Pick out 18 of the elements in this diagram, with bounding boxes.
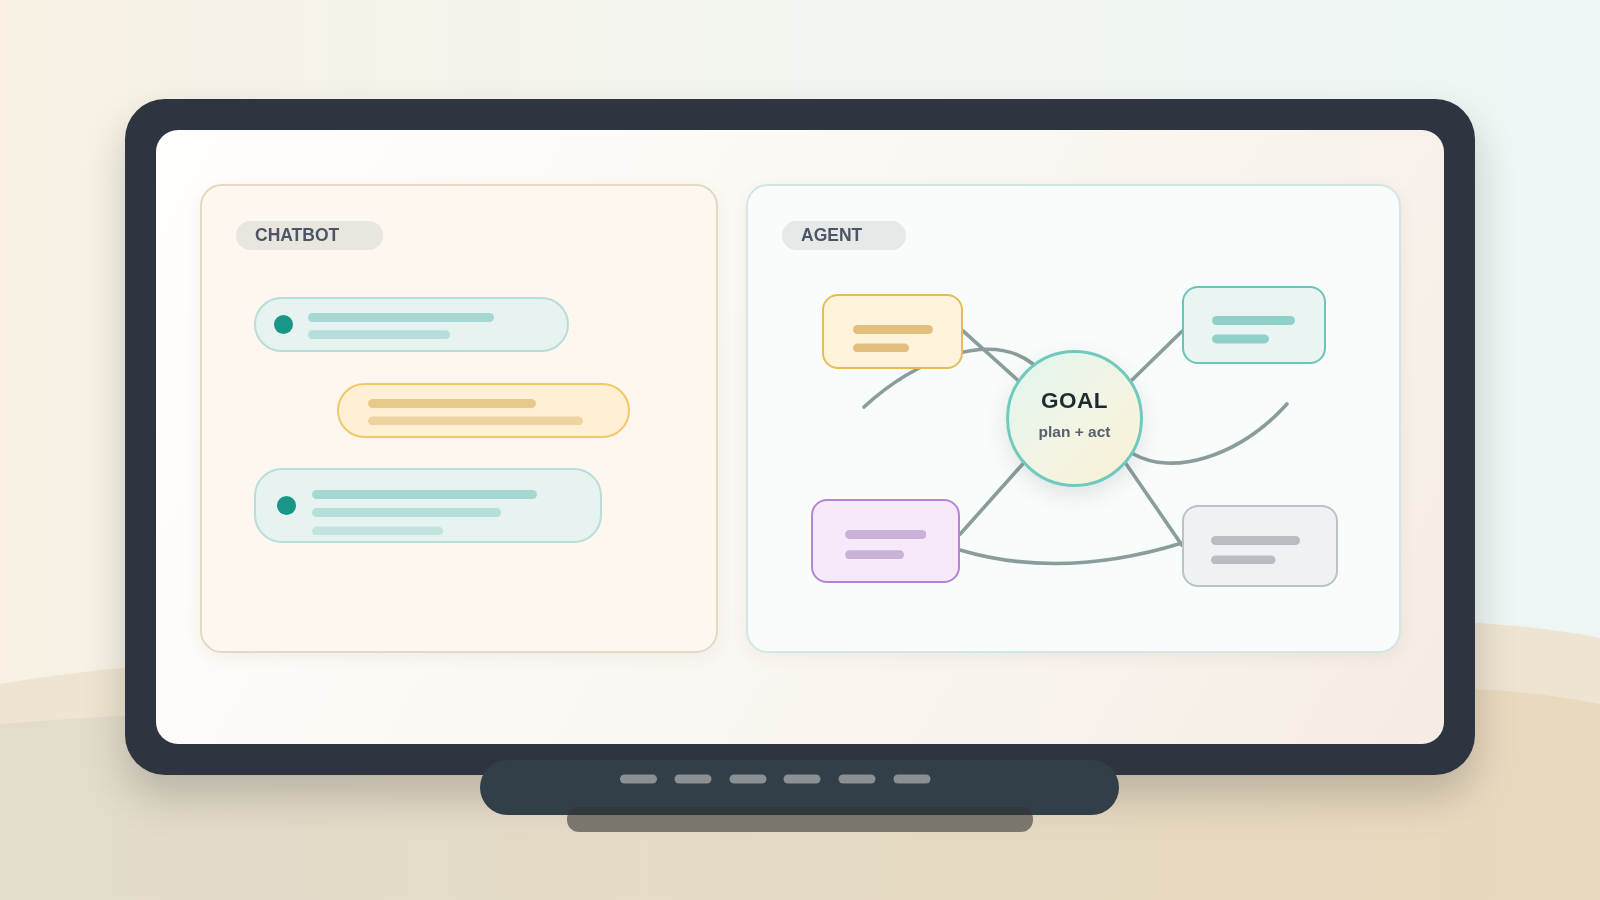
- goal-subtitle: plan + act: [1038, 423, 1111, 441]
- content-card: [1182, 505, 1338, 587]
- connector-line: [1124, 461, 1184, 547]
- connector-line: [961, 329, 1020, 382]
- chat-bubble: [254, 468, 602, 543]
- content-card: [1182, 286, 1326, 364]
- content-card: [811, 499, 960, 583]
- panel-heading: CHATBOT: [236, 221, 384, 250]
- chat-bubble: [337, 383, 630, 438]
- content-panel: [746, 184, 1401, 653]
- connector-curve: [1131, 402, 1289, 465]
- panel-heading: AGENT: [782, 221, 907, 250]
- chat-bubble: [254, 297, 569, 352]
- content-card: [822, 294, 963, 369]
- connector-line: [1130, 329, 1184, 382]
- goal-title: GOAL: [1041, 388, 1108, 414]
- connector-line: [958, 461, 1025, 537]
- content-panel: [200, 184, 718, 653]
